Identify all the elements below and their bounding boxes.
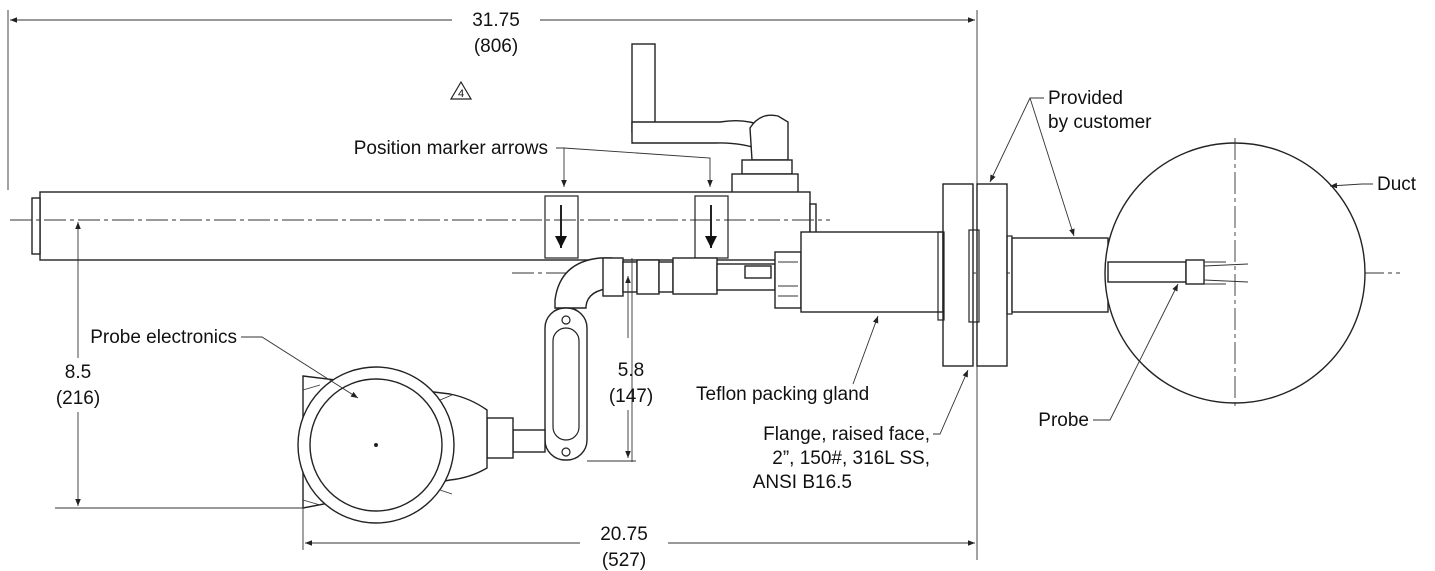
note-triangle-icon (449, 80, 473, 100)
raised-face-1 (937, 231, 945, 321)
position-marker-label: Position marker arrows (354, 138, 548, 159)
tube-end-cap-left (31, 197, 41, 255)
probe-label: Probe (1038, 410, 1089, 431)
nozzle-pipe (1011, 237, 1109, 313)
probe-leader (1093, 283, 1179, 421)
crank-handle (631, 43, 799, 195)
union-fitting-1 (602, 257, 624, 297)
overall-length-metric: (806) (474, 36, 518, 57)
cable-gland (486, 417, 514, 459)
main-tube (10, 191, 830, 261)
left-height-value: 8.5 (65, 362, 91, 383)
packing-nut-2 (658, 261, 674, 293)
outlet-screw-bottom (561, 447, 571, 457)
flange-label-line3: ANSI B16.5 (753, 472, 852, 493)
mid-height-metric: (147) (609, 386, 653, 407)
union-fitting-2 (622, 261, 638, 293)
sleeve-tube (800, 231, 944, 313)
gland-clip (744, 265, 772, 279)
teflon-leader (852, 315, 879, 385)
provided-leader-2 (1029, 97, 1075, 237)
overall-length-dimension: 31.75 (806) (7, 10, 978, 560)
probe-rod (1107, 261, 1187, 283)
teflon-label: Teflon packing gland (696, 384, 869, 405)
handle-arm (631, 119, 763, 151)
marker-window-1 (544, 195, 579, 259)
provided-callout: Provided by customer (989, 88, 1152, 237)
packing-nut (636, 259, 660, 295)
hub-collar (741, 159, 793, 175)
handle-grip (631, 43, 656, 133)
leader-marker-2 (563, 147, 713, 187)
left-height-metric: (216) (56, 388, 100, 409)
bottom-length-metric: (527) (602, 550, 646, 571)
hub-base (731, 173, 799, 195)
flange-plate-2 (976, 183, 1008, 367)
provided-label-line2: by customer (1048, 112, 1152, 133)
left-height-dimension: 8.5 (216) (55, 222, 305, 509)
handle-hub (749, 114, 789, 161)
note-number: 4 (458, 88, 464, 100)
probe-sensor-wires (1203, 261, 1249, 285)
probe-electronics-leader (241, 336, 359, 399)
provided-leader-1 (989, 97, 1044, 183)
cover-center-dot (374, 443, 378, 447)
conduit-outlet-cover (552, 327, 580, 441)
flange-plate-1 (942, 183, 974, 367)
conduit-nipple (512, 429, 546, 453)
raised-face-2 (1006, 235, 1013, 315)
bottom-length-value: 20.75 (600, 524, 648, 545)
flange-callout: Flange, raised face, 2”, 150#, 316L SS, … (753, 369, 969, 493)
provided-label-line1: Provided (1048, 88, 1123, 109)
tube-body (39, 191, 811, 261)
probe-tip-body (1185, 259, 1205, 285)
housing-ribs (302, 384, 453, 506)
gland-bolts (778, 261, 798, 297)
leader-marker-1 (556, 147, 567, 187)
conduit-outlet-body (544, 307, 588, 461)
outlet-screw-top (561, 315, 571, 325)
duct-leader (1329, 182, 1373, 189)
sleeve-body (800, 231, 944, 313)
flange-assembly (937, 183, 1013, 367)
probe-electronics-label: Probe electronics (90, 327, 237, 348)
duct-label: Duct (1377, 174, 1417, 195)
flange-leader (933, 369, 969, 435)
flange-label-line2: 2”, 150#, 316L SS, (772, 448, 930, 469)
probe-electronics: Probe electronics (90, 307, 588, 524)
gland-body (672, 257, 718, 295)
mid-height-value: 5.8 (618, 360, 644, 381)
gland-plate (774, 251, 802, 309)
position-marker-callout: 4 Position marker arrows (354, 80, 713, 187)
flange-label-line1: Flange, raised face, (763, 424, 930, 445)
overall-length-value: 31.75 (472, 10, 520, 31)
duct-callout: Duct (1329, 174, 1417, 195)
customer-nozzle (1011, 237, 1109, 313)
mid-height-dimension: 5.8 (147) (587, 276, 653, 462)
gasket (968, 229, 980, 323)
probe-callout: Probe (1038, 283, 1179, 431)
bottom-length-dimension: 20.75 (527) (302, 508, 975, 571)
duct (1104, 138, 1366, 410)
teflon-callout: Teflon packing gland (696, 315, 879, 405)
